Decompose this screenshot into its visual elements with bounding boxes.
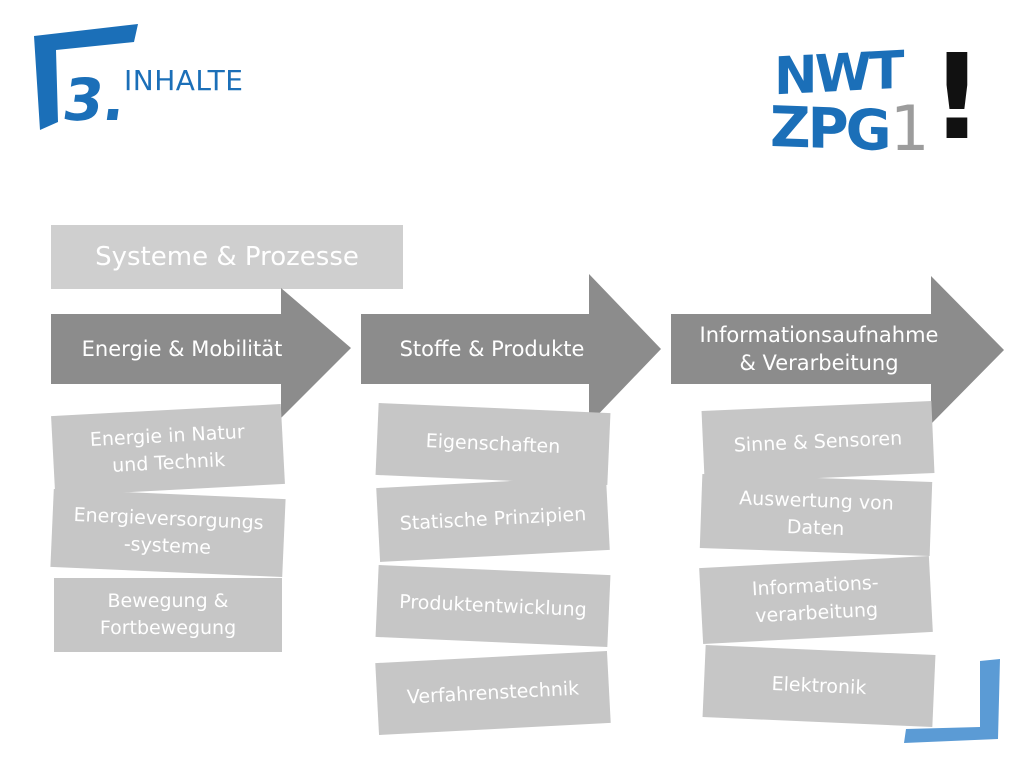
brand-logo-line2: ZPG bbox=[770, 94, 889, 165]
card-bewegung-fortbewegung: Bewegung & Fortbewegung bbox=[54, 578, 282, 652]
card-energieversorgungssysteme: Energieversorgungs -systeme bbox=[50, 488, 286, 578]
brand-logo-line1: NWT bbox=[774, 40, 902, 108]
arrow-label: Energie & Mobilität bbox=[81, 336, 283, 361]
corner-bracket-decoration bbox=[904, 659, 1000, 743]
arrow-shape bbox=[671, 276, 1004, 424]
chapter-number: 3. bbox=[59, 66, 131, 134]
section-title: Systeme & Prozesse bbox=[95, 242, 359, 272]
page-title: INHALTE bbox=[124, 64, 244, 97]
card-eigenschaften: Eigenschaften bbox=[375, 402, 611, 486]
section-title-box: Systeme & Prozesse bbox=[51, 225, 403, 289]
card-sinne-sensoren: Sinne & Sensoren bbox=[701, 401, 935, 483]
brand-logo-exclaim: ! bbox=[930, 28, 984, 166]
arrow-label: Stoffe & Produkte bbox=[399, 336, 585, 361]
card-informationsverarbeitung: Informations- verarbeitung bbox=[699, 556, 933, 644]
card-verfahrenstechnik: Verfahrenstechnik bbox=[375, 650, 611, 736]
card-auswertung-daten: Auswertung von Daten bbox=[699, 474, 933, 556]
brand-logo: NWT ZPG 1 ! bbox=[770, 38, 984, 170]
card-produktentwicklung: Produktentwicklung bbox=[375, 564, 611, 648]
arrow-informationsaufnahme: Informationsaufnahme & Verarbeitung bbox=[671, 276, 1004, 424]
card-energie-natur-technik: Energie in Natur und Technik bbox=[51, 404, 285, 496]
card-statische-prinzipien: Statische Prinzipien bbox=[376, 476, 610, 562]
arrow-shape bbox=[51, 288, 351, 418]
arrow-label: Informationsaufnahme & Verarbeitung bbox=[699, 322, 939, 375]
chapter-logo: 3. bbox=[34, 24, 138, 134]
arrow-stoffe-produkte: Stoffe & Produkte bbox=[361, 274, 661, 424]
arrow-shape bbox=[361, 274, 661, 424]
arrow-energie-mobilitaet: Energie & Mobilität bbox=[51, 288, 351, 418]
brand-logo-number: 1 bbox=[890, 92, 930, 165]
